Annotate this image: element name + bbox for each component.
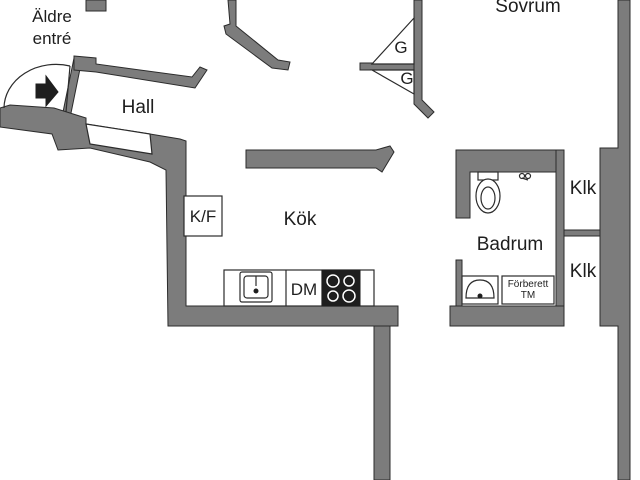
wall-east-outer — [599, 0, 631, 480]
washbasin-icon — [461, 275, 499, 305]
wall-entry-top-stub — [85, 0, 107, 12]
entrance-door — [3, 63, 71, 113]
room-label-aldre-entre-2: entré — [33, 29, 72, 48]
fixture-label-washer-2: TM — [521, 290, 535, 301]
arrow-right-icon — [35, 74, 59, 108]
wardrobe-upper — [370, 16, 415, 65]
room-label-aldre-entre-1: Äldre — [32, 7, 72, 26]
wall-kitchen-southeast — [373, 325, 391, 480]
stove-icon — [321, 269, 361, 307]
kitchen-sink-icon — [239, 271, 273, 303]
wall-hall-north — [73, 55, 208, 89]
wall-bathroom-north — [455, 149, 565, 219]
kitchen-fixtures — [183, 195, 375, 307]
fixture-label-wardrobe-lower: G — [400, 69, 413, 88]
room-label-badrum: Badrum — [477, 234, 544, 255]
wardrobe-lower — [369, 69, 415, 96]
room-label-klk-upper: Klk — [570, 178, 597, 199]
door-leaf — [65, 65, 71, 113]
wall-kitchen-north — [245, 145, 395, 173]
door-swing-arc — [3, 63, 71, 109]
wall-closet-divider — [563, 229, 605, 237]
room-label-kok: Kök — [284, 209, 317, 230]
fixture-label-dishwasher: DM — [291, 280, 317, 299]
fixture-label-wardrobe-upper: G — [394, 38, 407, 57]
wardrobes — [369, 16, 415, 96]
wall-bathroom-west-lower — [455, 259, 463, 309]
room-label-klk-lower: Klk — [570, 261, 597, 282]
toilet-icon — [475, 171, 501, 214]
fridge-freezer-unit — [183, 195, 223, 237]
wall-bathroom-east — [555, 149, 565, 327]
washer-prep-area — [501, 275, 555, 305]
wall-hall-south — [0, 104, 399, 327]
fixture-label-fridge-freezer: K/F — [190, 207, 216, 226]
fixture-label-washer-1: Förberett — [508, 279, 549, 290]
wall-window-hall — [85, 123, 153, 155]
wall-wardrobe-right — [413, 0, 435, 119]
bathroom-fixtures — [461, 171, 555, 305]
wall-bathroom-south — [449, 305, 565, 327]
labels: Äldre entré Sovrum Hall Kök Badrum Klk K… — [32, 0, 597, 301]
room-label-sovrum: Sovrum — [495, 0, 560, 17]
room-label-hall: Hall — [122, 97, 155, 118]
shower-icon — [518, 172, 532, 181]
wall-bedroom-bend — [223, 0, 291, 71]
